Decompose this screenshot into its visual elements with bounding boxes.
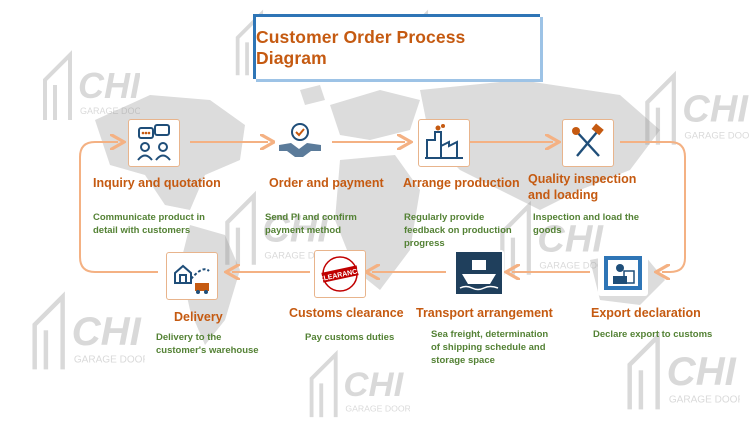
page-title: Customer Order Process Diagram: [256, 27, 466, 68]
flow-arrow: [620, 141, 686, 272]
svg-text:GARAGE DOOR: GARAGE DOOR: [684, 130, 750, 141]
svg-text:CHI: CHI: [682, 88, 749, 130]
svg-text:GARAGE DOOR: GARAGE DOOR: [669, 395, 740, 406]
step-title: Inquiry and quotation: [93, 176, 221, 190]
step-title: Order and payment: [269, 176, 384, 190]
cargo-ship-icon: [454, 250, 504, 296]
svg-text:CHI: CHI: [78, 65, 140, 106]
step-desc: Regularly provide feedback on production…: [404, 212, 512, 249]
step-title: Delivery: [174, 310, 223, 324]
step-desc: Delivery to the customer's warehouse: [156, 332, 259, 356]
svg-text:CHI: CHI: [537, 218, 604, 260]
svg-text:GARAGE DOOR: GARAGE DOOR: [80, 106, 140, 116]
svg-text:GARAGE DOOR: GARAGE DOOR: [539, 260, 605, 271]
chat-people-icon: [128, 119, 180, 167]
step-desc: Sea freight, determination of shipping s…: [431, 329, 549, 366]
step-title: Customs clearance: [289, 306, 404, 320]
tools-icon: [562, 119, 614, 167]
title-box: Customer Order Process Diagram: [253, 14, 540, 79]
step-desc: Send PI and confirm payment method: [265, 212, 357, 236]
step-title: Export declaration: [591, 306, 701, 320]
step-desc: Declare export to customs: [593, 329, 713, 340]
handshake-icon: [275, 117, 325, 163]
step-desc: Communicate product in detail with custo…: [93, 212, 205, 236]
svg-text:GARAGE DOOR: GARAGE DOOR: [74, 355, 145, 366]
step-title: Transport arrangement: [416, 306, 553, 320]
step-title: Arrange production: [403, 176, 520, 190]
factory-icon: [418, 119, 470, 167]
svg-text:GARAGE DOOR: GARAGE DOOR: [264, 250, 330, 261]
step-title: Quality inspection and loading: [528, 172, 637, 202]
svg-text:GARAGE DOOR: GARAGE DOOR: [345, 403, 410, 413]
delivery-truck-icon: [166, 252, 218, 300]
step-desc: Inspection and load the goods: [533, 212, 640, 236]
svg-text:CHI: CHI: [343, 366, 404, 404]
customs-officer-icon: [598, 250, 648, 296]
svg-text:CHI: CHI: [262, 208, 329, 250]
step-desc: Pay customs duties: [305, 332, 395, 343]
svg-text:CHI: CHI: [72, 309, 142, 354]
svg-text:CHI: CHI: [667, 349, 737, 394]
clearance-stamp-icon: CLEARANCE: [314, 250, 366, 298]
flow-arrow: [79, 142, 158, 273]
